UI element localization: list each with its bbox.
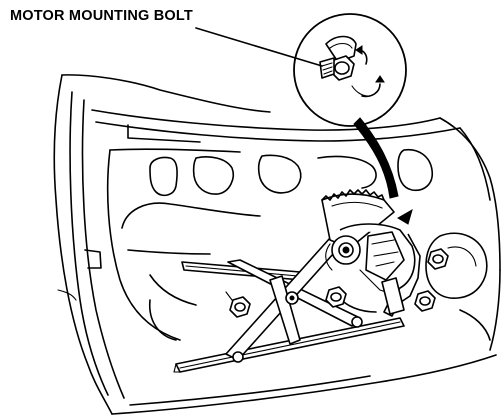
sector-gear [321,189,413,249]
door-panel [53,74,501,415]
window-motor [325,223,421,317]
bolt-right-upper [427,248,449,270]
bolt-left [225,291,251,318]
bolt-right-lower [414,290,436,312]
callout-label: MOTOR MOUNTING BOLT [10,8,193,24]
callout-leader-line [195,27,323,67]
detail-pointer-arrow [353,117,399,199]
arrow-head [397,208,413,225]
bolt-middle [325,286,347,308]
window-regulator-arms [225,237,363,363]
detail-magnifier [293,13,407,127]
